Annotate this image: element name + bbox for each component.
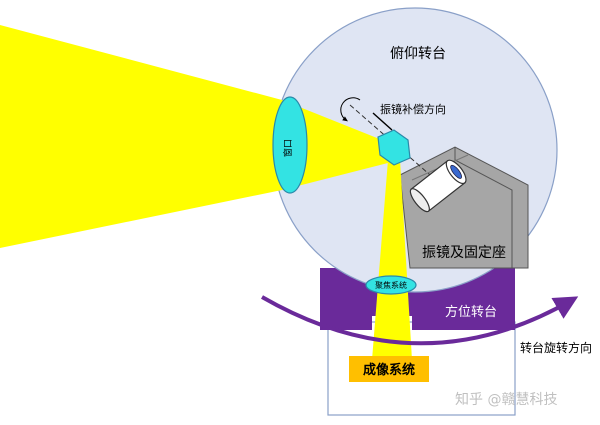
rotation-direction-label: 转台旋转方向: [520, 340, 592, 355]
optical-axis: [349, 104, 446, 189]
incoming-beam: [0, 25, 392, 248]
compensation-arrow: [340, 97, 361, 122]
mirror: [377, 129, 411, 166]
focus-system-label: 聚焦系统: [375, 280, 407, 290]
rotation-direction-arrow: [261, 295, 579, 346]
window-lens: [272, 96, 308, 194]
window-label: 窗口: [282, 139, 294, 157]
focus-lens: [365, 275, 417, 295]
mirror-mount-edge: [454, 147, 513, 268]
reflected-beam: [372, 160, 412, 360]
mirror-compensation-label: 振镜补偿方向: [380, 102, 446, 116]
pitch-stage-label: 俯仰转台: [390, 46, 446, 62]
azimuth-stage-label: 方位转台: [445, 304, 497, 320]
imaging-system-box: [349, 356, 429, 382]
compensation-pointer: [372, 112, 393, 131]
watermark: 知乎 @赣慧科技: [455, 391, 557, 408]
mirror-motor: [409, 159, 467, 213]
imaging-system-label: 成像系统: [363, 362, 415, 378]
mirror-mount-label: 振镜及固定座: [422, 245, 506, 261]
